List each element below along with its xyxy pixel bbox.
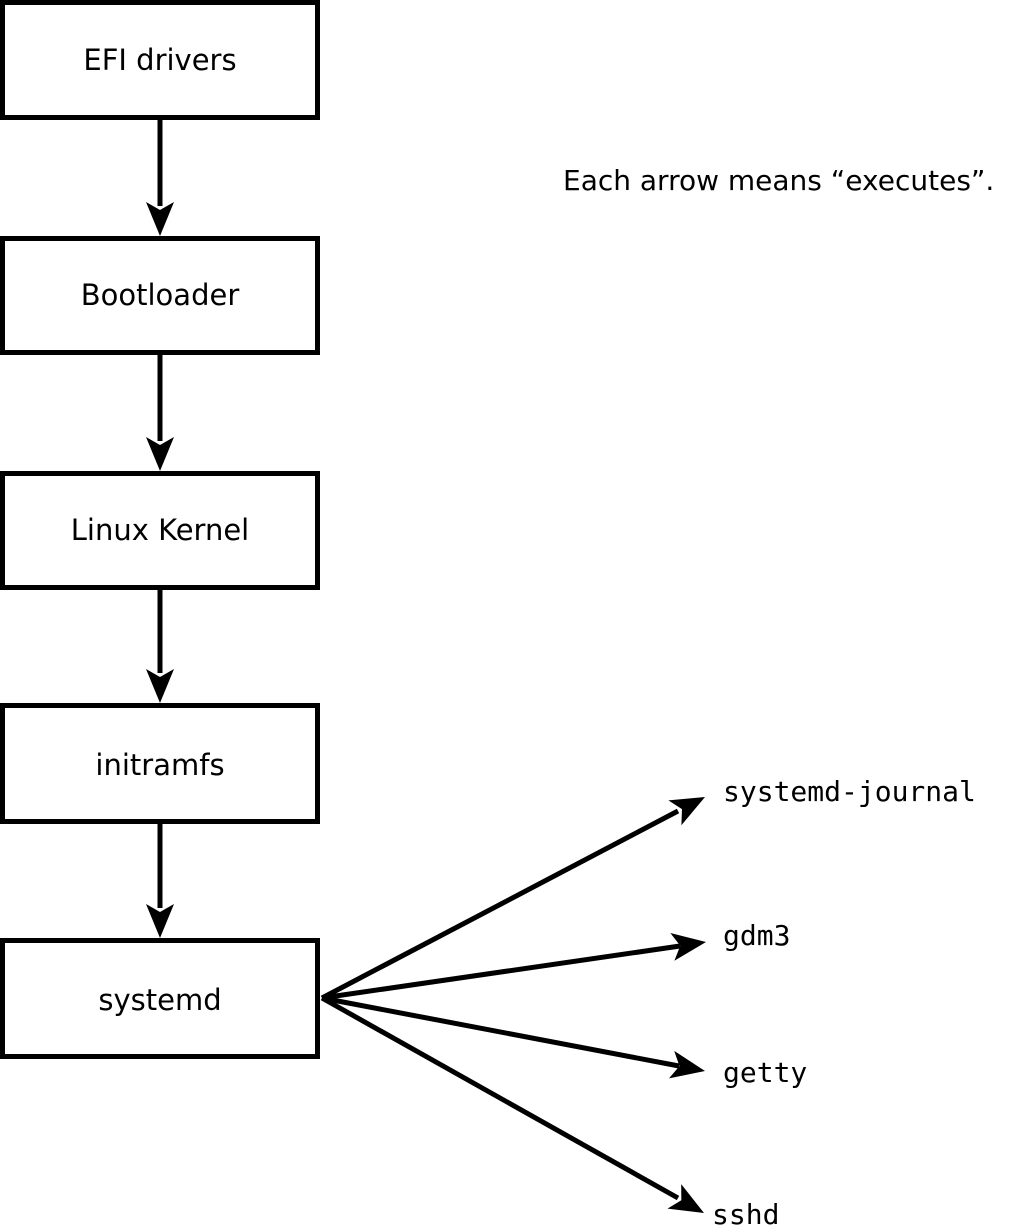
node-linux-kernel[interactable]: Linux Kernel — [0, 471, 320, 590]
node-label-linux-kernel: Linux Kernel — [71, 513, 249, 547]
node-label-systemd-journal: systemd-journal — [723, 775, 976, 808]
edge-kernel-to-initramfs — [146, 588, 174, 703]
node-systemd[interactable]: systemd — [0, 938, 320, 1059]
node-label-bootloader: Bootloader — [81, 278, 240, 312]
edge-systemd-to-systemd-journal — [320, 784, 712, 1001]
edge-systemd-to-sshd — [320, 995, 711, 1226]
node-label-gdm3: gdm3 — [723, 919, 790, 952]
edge-systemd-to-gdm3 — [321, 928, 709, 1001]
node-label-efi-drivers: EFI drivers — [83, 43, 236, 77]
edge-systemd-to-getty — [321, 995, 708, 1085]
edge-efi-to-bootloader — [146, 118, 174, 236]
node-label-sshd: sshd — [712, 1198, 779, 1230]
diagram-caption: Each arrow means “executes”. — [563, 164, 994, 197]
node-label-getty: getty — [723, 1056, 807, 1089]
edge-initramfs-to-systemd — [146, 822, 174, 938]
node-efi-drivers[interactable]: EFI drivers — [0, 0, 320, 120]
edge-bootloader-to-kernel — [146, 353, 174, 471]
node-initramfs[interactable]: initramfs — [0, 703, 320, 824]
node-bootloader[interactable]: Bootloader — [0, 236, 320, 355]
node-label-systemd: systemd — [98, 983, 221, 1017]
node-label-initramfs: initramfs — [95, 748, 224, 782]
